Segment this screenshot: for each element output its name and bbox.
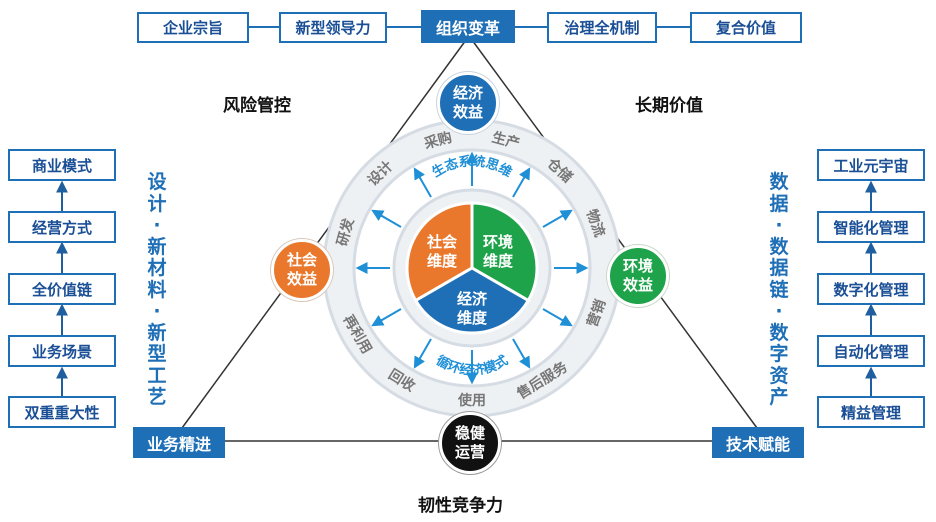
sector-economic [413,266,531,335]
radial-arrow [512,338,531,369]
box-enterprise-purpose: 企业宗旨 [137,12,249,43]
label-resilient-competitiveness: 韧性竞争力 [418,496,503,516]
ring-item-usage: 使用 [458,393,486,409]
sector-label-economic: 经济 维度 [457,290,488,327]
right-box-lean-mgmt: 精益管理 [817,396,925,428]
label-risk-control: 风险管控 [223,96,291,116]
box-new-leadership: 新型领导力 [279,12,387,43]
radial-arrow [413,167,432,198]
radial-arrow [413,338,432,369]
left-box-double-materiality: 双重重大性 [8,396,116,428]
left-box-operation-mode: 经营方式 [8,211,116,243]
node-environment-benefit: 环境 效益 [607,245,669,307]
corner-tech-enablement: 技术赋能 [712,427,804,458]
left-box-business-model: 商业模式 [8,149,116,181]
right-box-industrial-metaverse: 工业元宇宙 [817,149,925,181]
left-box-value-chain: 全价值链 [8,273,116,305]
box-org-transformation: 组织变革 [421,10,515,43]
node-economic-benefit: 经济 效益 [437,72,499,134]
radial-arrow [512,167,531,198]
node-stable-operation: 稳健 运营 [439,412,501,474]
right-box-automation-mgmt: 自动化管理 [817,335,925,367]
node-social-benefit: 社会 效益 [271,239,333,301]
box-governance: 治理全机制 [547,12,657,43]
radial-arrow [542,209,573,228]
right-vertical-text: 数据·数据链·数字资产 [769,171,789,408]
right-box-digital-mgmt: 数字化管理 [817,273,925,305]
radial-arrow [542,308,573,327]
left-vertical-text: 设计·新材料·新型工艺 [147,171,167,408]
right-box-intelligent-mgmt: 智能化管理 [817,211,925,243]
corner-business-excellence: 业务精进 [133,427,225,458]
label-long-term-value: 长期价值 [635,96,703,116]
box-compound-value: 复合价值 [690,12,802,43]
triangle-left-edge [181,39,467,429]
radial-arrow [371,308,402,327]
sector-label-social: 社会 维度 [427,233,458,270]
radial-arrows [355,151,589,385]
radial-arrow [371,209,402,228]
left-box-business-scenario: 业务场景 [8,335,116,367]
sector-label-environment: 环境 维度 [483,233,514,270]
